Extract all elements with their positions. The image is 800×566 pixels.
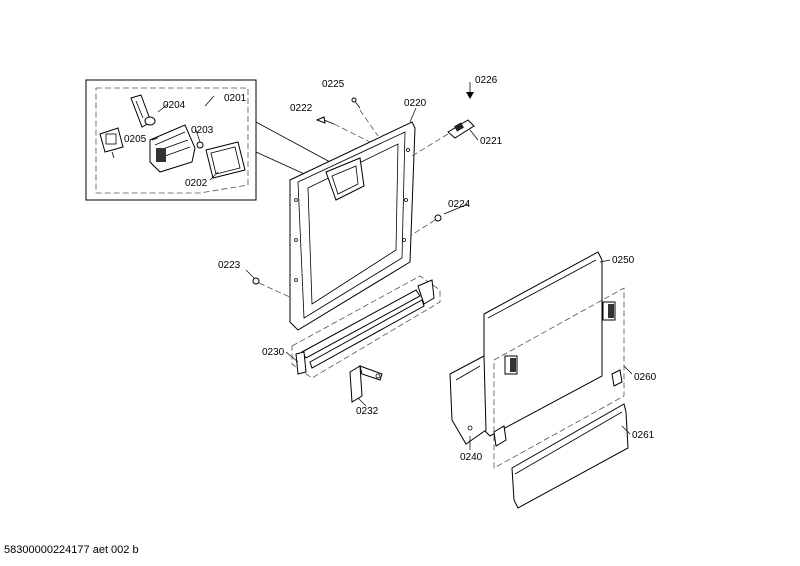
part-0226-indicator (466, 82, 474, 99)
part-0223-screw (252, 277, 293, 299)
label-0220: 0220 (404, 98, 427, 109)
part-0205-panel (99, 127, 124, 159)
label-0232: 0232 (356, 406, 379, 417)
part-0232-bracket (349, 365, 383, 403)
label-0224: 0224 (448, 199, 471, 210)
part-0221-hinge (411, 119, 475, 157)
part-0230-rail-assembly (291, 275, 441, 379)
part-0224-screw (409, 214, 442, 237)
part-0220-inner-door (289, 121, 416, 331)
label-0223: 0223 (218, 260, 241, 271)
label-0226: 0226 (475, 75, 498, 86)
label-0260: 0260 (634, 372, 657, 383)
part-0240-side-panel (449, 355, 487, 445)
label-0221: 0221 (480, 136, 503, 147)
label-0240: 0240 (460, 452, 483, 463)
label-0202: 0202 (185, 178, 208, 189)
part-0204-bracket (130, 94, 156, 128)
label-0222: 0222 (290, 103, 313, 114)
part-0260-frame-outline (493, 287, 625, 469)
label-0225: 0225 (322, 79, 345, 90)
label-0205: 0205 (124, 134, 147, 145)
part-0222-screw (315, 116, 371, 143)
label-0230: 0230 (262, 347, 285, 358)
part-0202-frame (205, 141, 246, 179)
part-0250-outer-panel (483, 251, 616, 437)
part-0225-screw (351, 97, 379, 137)
label-0204: 0204 (163, 100, 186, 111)
part-0261-kick-plate (511, 403, 629, 509)
label-0201: 0201 (224, 93, 247, 104)
document-code: 58300000224177 aet 002 b (4, 544, 139, 556)
label-0261: 0261 (632, 430, 655, 441)
leader-lines (151, 95, 633, 450)
label-0250: 0250 (612, 255, 635, 266)
part-0203-control-unit (149, 124, 204, 173)
label-0203: 0203 (191, 125, 214, 136)
